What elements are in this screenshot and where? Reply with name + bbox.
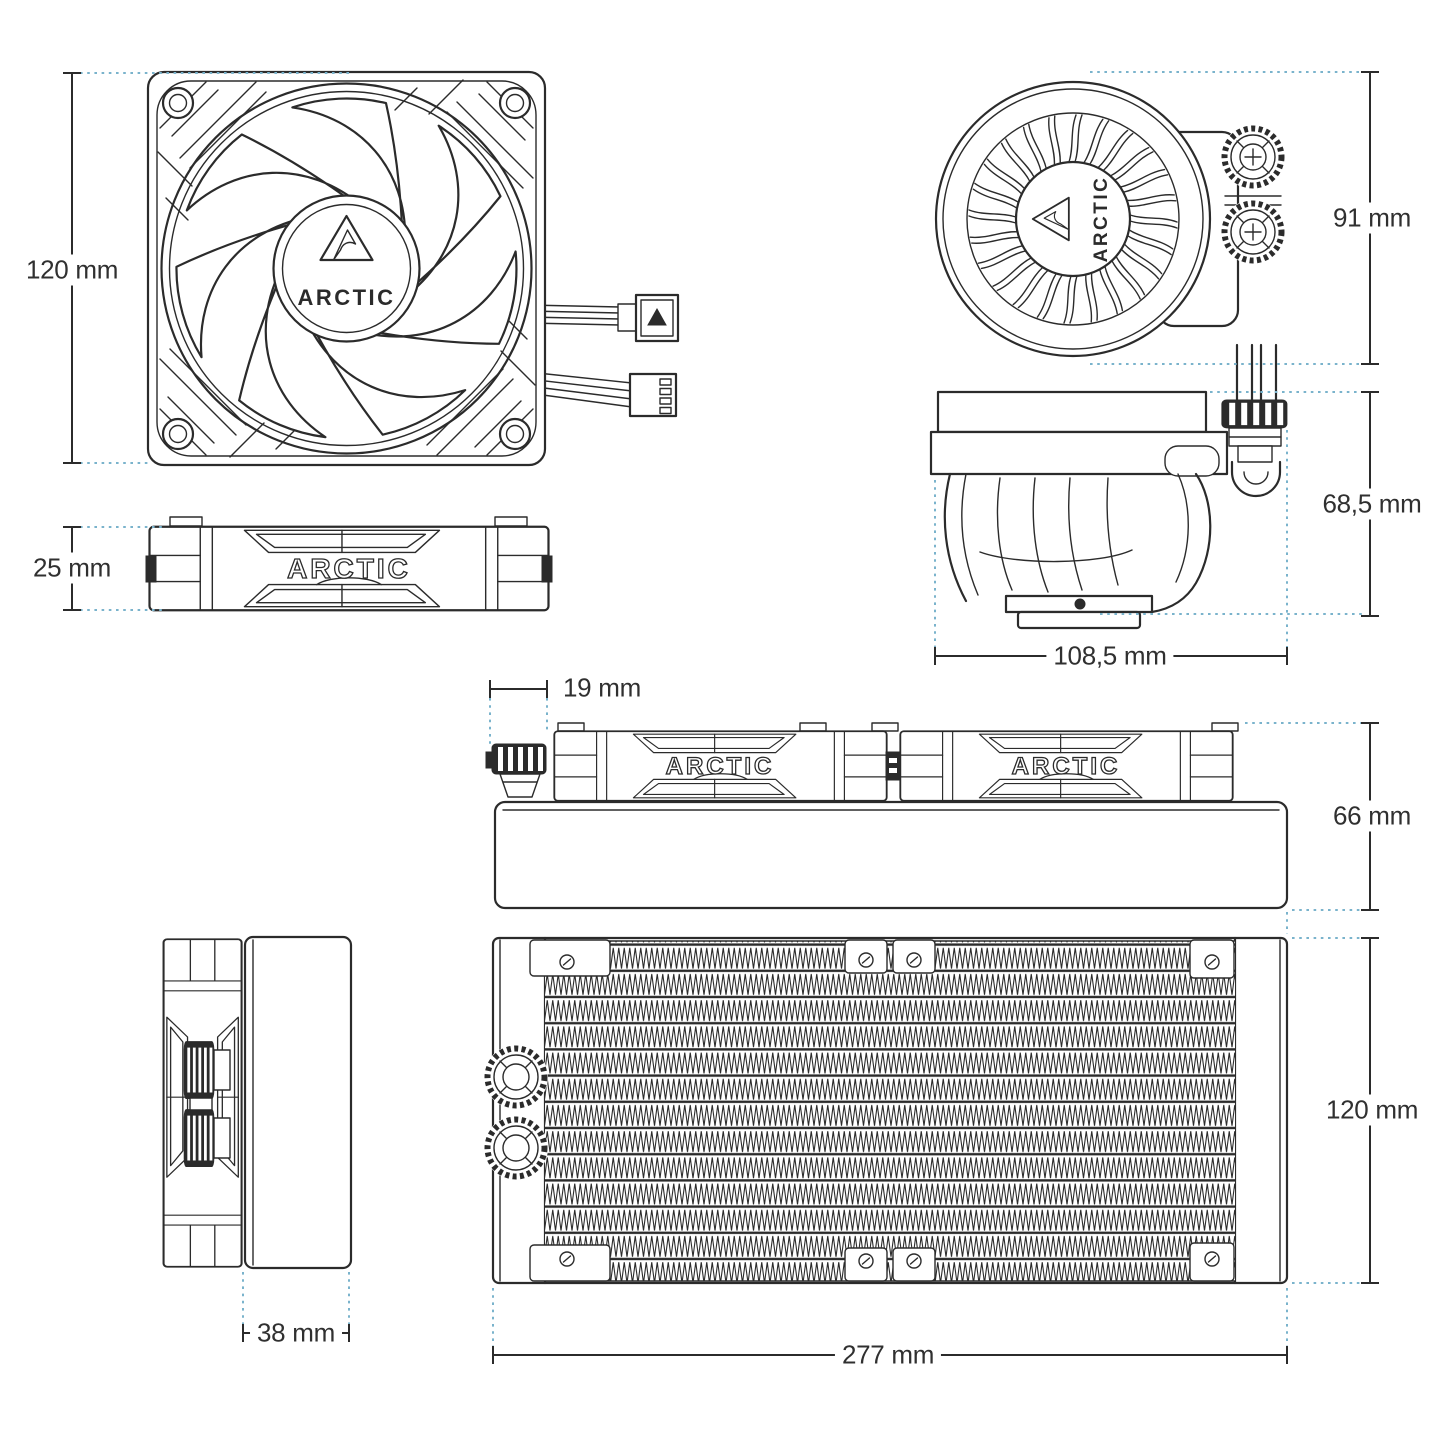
radiator-front-view <box>484 936 1289 1285</box>
arctic-logo-pump-icon: ARCTIC <box>1031 176 1112 263</box>
dimension-label-pump-height: 68,5 mm <box>1315 488 1429 520</box>
dimension-label-rad-fans-height: 66 mm <box>1326 800 1418 832</box>
radiator-mounting-plates <box>529 939 1235 1282</box>
brand-text-rad-fan-1: ARCTIC <box>666 753 775 780</box>
pump-fitting-top <box>1221 125 1285 189</box>
dim-fitting-protrusion <box>489 680 548 748</box>
fan-front-view: ARCTIC <box>146 70 680 467</box>
pump-tubes <box>1235 343 1278 402</box>
radiator-end-view <box>162 935 353 1270</box>
fan-side-view <box>145 516 553 612</box>
mounting-holes <box>161 86 532 451</box>
radiator-fans-side-view <box>485 722 1289 910</box>
dimension-label-radiator-width: 120 mm <box>1318 1094 1426 1126</box>
end-fittings <box>183 1041 231 1168</box>
pump-cold-plate <box>1016 610 1142 630</box>
dimension-label-pump-top-width: 91 mm <box>1326 202 1418 234</box>
radiator-fins <box>545 941 1235 1281</box>
pump-fitting-bottom <box>1221 200 1285 264</box>
brand-text-fan-hub: ARCTIC <box>297 285 395 310</box>
dimension-label-fan-thickness: 25 mm <box>26 552 118 584</box>
dimension-label-radiator-length: 277 mm <box>834 1339 942 1371</box>
pwm-connector <box>628 372 678 418</box>
radiator-fitting-2 <box>484 1116 548 1180</box>
brand-text-pump-hub: ARCTIC <box>1091 176 1112 263</box>
dimension-label-fan-size: 120 mm <box>18 254 126 286</box>
brand-text-rad-fan-2: ARCTIC <box>1012 753 1121 780</box>
dimension-label-fitting-protrusion: 19 mm <box>556 672 648 704</box>
pump-side-view <box>929 343 1288 630</box>
pump-inner-blades <box>979 477 1133 593</box>
dimension-label-radiator-thickness: 38 mm <box>250 1317 342 1349</box>
radiator-body-end <box>243 935 353 1270</box>
radiator-body-side <box>493 800 1289 910</box>
radiator-fitting-1 <box>484 1045 548 1109</box>
daisy-chain-connector <box>617 293 680 343</box>
radiator-hose-fitting <box>485 743 547 798</box>
arctic-triangle-icon <box>647 307 667 326</box>
pump-top-view: ARCTIC <box>934 80 1285 358</box>
dimension-label-pump-depth: 108,5 mm <box>1046 640 1174 672</box>
brand-text-fan-side: ARCTIC <box>287 553 411 584</box>
